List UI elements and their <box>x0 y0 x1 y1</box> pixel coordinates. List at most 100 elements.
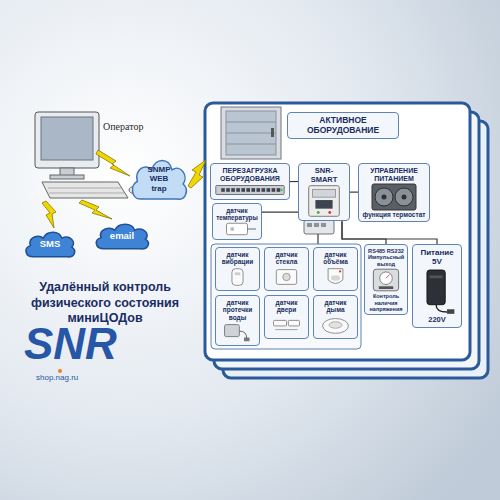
hub-port <box>307 223 312 227</box>
rect-shape <box>372 184 416 210</box>
keyboard <box>42 182 128 198</box>
operator-label: Оператор <box>103 121 143 132</box>
path-shape <box>239 331 246 338</box>
circle-shape <box>395 188 413 206</box>
ellipse-shape <box>329 322 342 328</box>
sensor-box: датчик стекла <box>264 247 309 291</box>
rect-shape <box>288 320 299 326</box>
rect-shape <box>256 188 260 192</box>
rect-shape <box>236 188 240 192</box>
cabinet-door <box>226 111 276 155</box>
wire-connector <box>262 212 298 213</box>
interface-box: RS485 RS232 Импульсный выходКонтроль нал… <box>364 244 408 315</box>
line-shape <box>386 275 390 279</box>
device-picture <box>317 266 354 288</box>
circle-shape <box>317 211 320 214</box>
cloud-shape: SNMP WEB trap <box>128 154 190 204</box>
circle-shape <box>280 189 282 191</box>
node-text: SNMP WEB trap <box>144 165 174 193</box>
circle-shape <box>382 195 387 200</box>
diagram-title: Удалённый контроль физического состояния… <box>22 280 188 327</box>
node-text: SNR-SMART <box>302 167 346 184</box>
rect-shape <box>313 190 336 198</box>
cabinet-line <box>226 144 276 145</box>
node-text: функция термостат <box>362 211 426 218</box>
equipment-box: АКТИВНОЕ ОБОРУДОВАНИЕ <box>287 112 399 139</box>
circle-shape <box>283 273 290 280</box>
device-picture <box>302 184 346 218</box>
device-picture <box>214 183 286 197</box>
rect-shape <box>379 287 393 290</box>
hub-picture <box>304 220 334 244</box>
cloud-shape: email <box>92 220 152 252</box>
circle-shape <box>375 188 393 206</box>
node-text: АКТИВНОЕ ОБОРУДОВАНИЕ <box>291 116 395 136</box>
rect-shape <box>272 188 276 192</box>
rect-shape <box>251 188 255 192</box>
sensor-frame <box>211 244 361 349</box>
screen <box>41 117 93 160</box>
logo-dot <box>58 369 62 373</box>
rect-shape <box>309 186 340 217</box>
rect-shape <box>241 188 245 192</box>
front-panel <box>205 103 470 360</box>
cabinet-line <box>226 133 276 134</box>
device-picture <box>416 266 458 316</box>
rect-shape <box>373 269 398 291</box>
cabinet-line <box>226 122 276 123</box>
ellipse-shape <box>331 275 340 281</box>
hub-wire <box>317 234 318 244</box>
rect-shape <box>267 188 271 192</box>
controller-box: SNR-SMART <box>298 163 350 221</box>
wire-connector <box>342 221 386 244</box>
node-text: ПЕРЕЗАГРУЗКА ОБОРУДОВАНИЯ <box>214 167 286 183</box>
lightning-bolt <box>79 200 112 219</box>
rect-shape <box>262 188 266 192</box>
node-text: Питание 5V <box>416 248 458 266</box>
circle-shape <box>230 228 234 232</box>
rect-shape <box>447 310 454 315</box>
lightning-bolt <box>96 150 130 176</box>
rect-shape <box>244 338 250 342</box>
node-text: датчик объёма <box>317 251 354 266</box>
line-shape <box>275 329 297 330</box>
device-picture <box>317 314 354 336</box>
node-text: датчик двери <box>268 299 305 314</box>
path-shape <box>328 269 343 284</box>
rect-shape <box>231 188 235 192</box>
rect-shape <box>221 188 225 192</box>
device-picture <box>216 221 258 237</box>
node-text: датчик стекла <box>268 251 305 266</box>
node-text: датчик дыма <box>317 299 354 314</box>
sensor-box: датчик протечки воды <box>215 295 260 346</box>
device-picture <box>362 183 426 211</box>
node-text: SMS <box>40 239 61 250</box>
rect-shape <box>232 269 243 286</box>
device-picture <box>219 321 256 343</box>
wire-connector <box>342 221 437 244</box>
device-picture <box>368 267 404 293</box>
keyboard-row <box>49 193 124 194</box>
rect-shape <box>227 224 248 235</box>
circle-shape <box>402 195 407 200</box>
node-text: УПРАВЛЕНИЕ ПИТАНИЕМ <box>362 167 426 183</box>
wire-connector <box>290 181 298 182</box>
cloud-shape: SMS <box>22 228 78 260</box>
node-text: email <box>110 231 134 242</box>
rect-shape <box>274 320 287 326</box>
rect-shape <box>315 200 332 209</box>
equipment-box: ПЕРЕЗАГРУЗКА ОБОРУДОВАНИЯ <box>210 163 290 200</box>
hub-port <box>321 223 326 227</box>
device-picture <box>268 266 305 288</box>
node-text: 220V <box>416 316 458 325</box>
hub-port <box>314 223 319 227</box>
cabinet-picture <box>221 107 281 159</box>
line-shape <box>248 229 257 230</box>
device-picture <box>219 266 256 288</box>
logo-url: shop.nag.ru <box>36 374 78 383</box>
sensor-box: датчик температуры <box>212 203 262 240</box>
cabinet-body <box>221 107 281 159</box>
